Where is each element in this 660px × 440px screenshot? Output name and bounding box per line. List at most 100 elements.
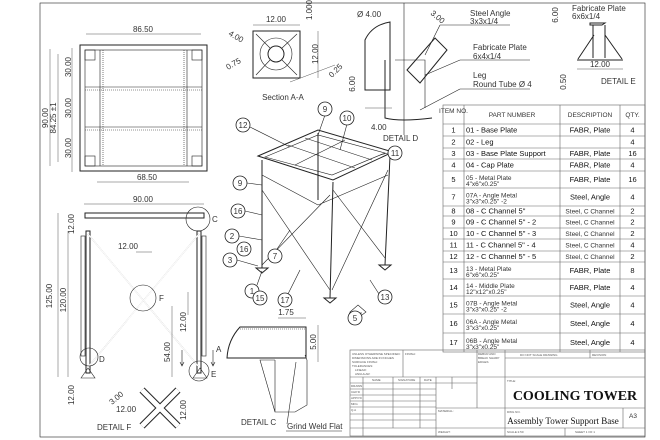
bom-part-number: 11 - C Channel 5" - 4 bbox=[466, 241, 536, 250]
drawing-label: DO NOT SCALE DRAWING bbox=[520, 353, 558, 357]
bom-description: FABR, Plate bbox=[570, 175, 611, 184]
note-grind-weld: Grind Weld Flat bbox=[287, 422, 343, 431]
section-aa-title: Section A-A bbox=[262, 93, 304, 102]
bom-part-number: 09 - C Channel 5" - 2 bbox=[466, 218, 536, 227]
drawing-label: DATE bbox=[424, 378, 432, 382]
front-view: 90.00 12.00 125.00 120.00 12.00 12.00 54… bbox=[45, 195, 222, 405]
detail-e: Fabricate Plate 6x6x1/4 6.00 12.00 0.50 … bbox=[551, 4, 636, 90]
bom-description: Steel, C Channel bbox=[565, 209, 615, 216]
balloon: 5 bbox=[347, 310, 363, 326]
drawing-label: SIGNATURE bbox=[398, 378, 415, 382]
dim-front-width: 90.00 bbox=[133, 195, 154, 204]
bom-qty: 4 bbox=[630, 338, 634, 347]
drawing-label: MATERIAL: bbox=[438, 409, 454, 413]
dim-f-length: 12.00 bbox=[116, 405, 137, 414]
balloon: 9 bbox=[232, 175, 263, 191]
dim-foot-height: 12.00 bbox=[67, 384, 76, 405]
dim-aa-height: 12.00 bbox=[311, 43, 320, 64]
bom-part-size: 4"x6"x0.25" bbox=[466, 181, 500, 188]
top-view: 86.50 68.50 90.00 84.25 ±1 30.00 30.00 3… bbox=[41, 25, 208, 183]
balloon: 16 bbox=[236, 241, 252, 257]
dim-e-thickness: 0.50 bbox=[559, 74, 568, 90]
dim-cross-z: 54.00 bbox=[163, 341, 172, 362]
bom-part-number: 02 - Leg bbox=[466, 138, 494, 147]
bom-part-number: 08 - C Channel 5" bbox=[466, 207, 526, 216]
drawing-label: 2 bbox=[230, 232, 235, 241]
bom-qty: 2 bbox=[630, 229, 634, 238]
detail-d-title: DETAIL D bbox=[383, 134, 418, 143]
bom-part-size: 3"x3"x0.25" bbox=[466, 325, 500, 332]
bom-qty: 4 bbox=[630, 161, 634, 170]
bom-part-size: 3"x3"x0.25" -2 bbox=[466, 199, 507, 206]
dim-spacing: 30.00 bbox=[64, 137, 73, 158]
drawing-label: 1 bbox=[250, 287, 255, 296]
dim-e-width: 12.00 bbox=[590, 60, 611, 69]
dim-e-height: 6.00 bbox=[551, 7, 560, 23]
bom-part-size: 12"x12"x0.25" bbox=[466, 289, 507, 296]
detail-e-callout: E bbox=[211, 370, 216, 379]
detail-f-callout: F bbox=[159, 294, 164, 303]
note-leg-tube: Round Tube Ø 4 bbox=[473, 80, 532, 89]
bom-description: Steel, C Channel bbox=[565, 254, 615, 261]
bom-qty: 4 bbox=[630, 283, 634, 292]
bom-part-size: 3"x3"x0.25" bbox=[466, 344, 500, 351]
drawing-label: DRAWN bbox=[351, 384, 362, 388]
balloon: 2 bbox=[224, 228, 263, 244]
drawing-label: 11 bbox=[391, 149, 400, 158]
drawing-label: 15 bbox=[256, 294, 265, 303]
drawing-label: 9 bbox=[323, 105, 328, 114]
bom-item-no: 15 bbox=[449, 301, 457, 310]
drawing-number: Assembly Tower Support Base bbox=[507, 416, 618, 426]
bom-item-no: 8 bbox=[451, 207, 455, 216]
bom-qty: 2 bbox=[630, 252, 634, 261]
drawing-label: MFG bbox=[351, 402, 358, 406]
drawing-label: APPV'D bbox=[351, 396, 363, 400]
bom-description: Steel, Angle bbox=[570, 193, 610, 202]
dim-top-overall: 90.00 bbox=[41, 107, 50, 128]
section-a-callout: A bbox=[216, 345, 222, 354]
dim-d-3: 4.00 bbox=[371, 123, 387, 132]
detail-c-title: DETAIL C bbox=[241, 418, 276, 427]
drawing-label: 12 bbox=[239, 121, 248, 130]
dim-cross-width: 12.00 bbox=[118, 242, 139, 251]
drawing-label: TITLE: bbox=[507, 379, 516, 383]
bom-part-number: 13 - Metal Plate bbox=[466, 266, 512, 273]
bom-part-number: 14 - Middle Plate bbox=[466, 283, 515, 290]
drawing-label: REVISION bbox=[592, 353, 606, 357]
bom-item-no: 12 bbox=[449, 252, 457, 261]
detail-e-title: DETAIL E bbox=[601, 77, 636, 86]
bom-header-item: ITEM NO. bbox=[439, 108, 468, 115]
bom-item-no: 4 bbox=[451, 161, 455, 170]
dim-aa-width: 12.00 bbox=[266, 15, 287, 24]
bom-item-no: 13 bbox=[449, 266, 457, 275]
bom-description: FABR, Plate bbox=[570, 266, 611, 275]
drawing-label: EDGES bbox=[478, 360, 489, 364]
detail-c: 1.75 5.00 DETAIL C Grind Weld Flat bbox=[226, 308, 343, 432]
drawing-label: LINEAR: bbox=[355, 368, 367, 372]
balloon: 13 bbox=[369, 279, 393, 305]
bom-part-number: 07A - Angle Metal bbox=[466, 193, 518, 200]
bom-part-number: 06B - Angle Metal bbox=[466, 338, 518, 345]
dim-top-inner: 84.25 ±1 bbox=[49, 102, 58, 134]
drawing-label: DEBUR AND bbox=[478, 352, 496, 356]
note-fab-plate-size: 6x4x1/4 bbox=[473, 52, 502, 61]
balloon: 10 bbox=[339, 110, 355, 151]
drawing-label: 5 bbox=[353, 314, 358, 323]
bom-description: Steel, Angle bbox=[570, 319, 610, 328]
drawing-title: COOLING TOWER bbox=[513, 389, 638, 404]
balloon: 3 bbox=[222, 252, 259, 268]
drawing-label: FINISH: bbox=[405, 352, 416, 356]
dim-aa-thickness: 1.000 bbox=[305, 0, 314, 20]
bom-part-number: 10 - C Channel 5" - 3 bbox=[466, 229, 536, 238]
bom-item-no: 1 bbox=[451, 126, 455, 135]
bom-part-size: 6"x6"x0.25" bbox=[466, 272, 500, 279]
bom-qty: 4 bbox=[630, 301, 634, 310]
note-steel-angle-size: 3x3x1/4 bbox=[470, 17, 499, 26]
bom-part-number: 03 - Base Plate Support bbox=[466, 149, 547, 158]
bom-qty: 4 bbox=[630, 319, 634, 328]
sheet-number: SHEET 1 OF 1 bbox=[575, 430, 595, 434]
bom-qty: 16 bbox=[628, 149, 636, 158]
bom-item-no: 9 bbox=[451, 218, 455, 227]
isometric-view bbox=[254, 129, 395, 319]
